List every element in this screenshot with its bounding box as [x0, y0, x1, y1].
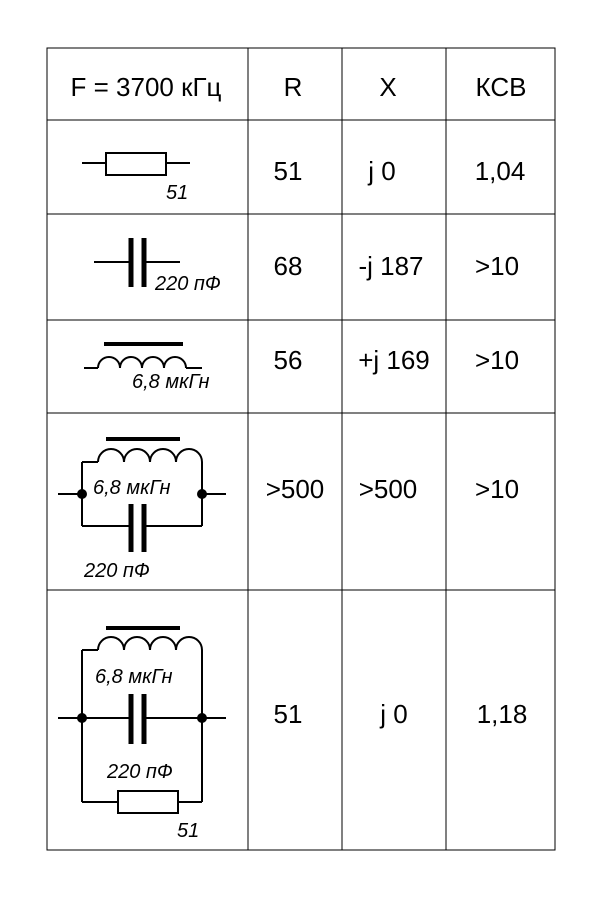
- table-row: 6,8 мкГн 56 +j 169 >10: [84, 342, 519, 393]
- header-row: F = 3700 кГц R X КСВ: [71, 72, 527, 102]
- resistor-label: 51: [166, 182, 188, 204]
- r-value: 51: [274, 699, 303, 729]
- header-x: X: [379, 72, 396, 102]
- capacitor-symbol: [94, 238, 180, 287]
- capacitor-label: 220 пФ: [106, 761, 173, 783]
- junction-dot: [197, 713, 207, 723]
- swr-value: 1,18: [477, 699, 528, 729]
- table-grid: [46, 47, 556, 851]
- swr-value: 1,04: [475, 156, 526, 186]
- junction-dot: [77, 713, 87, 723]
- x-value: +j 169: [358, 345, 430, 375]
- swr-value: >10: [475, 345, 519, 375]
- r-value: >500: [266, 474, 325, 504]
- swr-value: >10: [475, 251, 519, 281]
- capacitor-label: 220 пФ: [154, 273, 221, 295]
- table-row: 6,8 мкГн 220 пФ 51 51 j 0 1,18: [58, 626, 528, 842]
- table-row: 51 51 j 0 1,04: [82, 152, 526, 204]
- parallel-lcr-symbol: [58, 626, 226, 814]
- inductor-label: 6,8 мкГн: [132, 371, 210, 393]
- table-row: 6,8 мкГн 220 пФ >500 >500 >10: [58, 437, 519, 582]
- x-value: j 0: [379, 699, 407, 729]
- header-frequency: F = 3700 кГц: [71, 72, 222, 102]
- inductor-label: 6,8 мкГн: [93, 477, 171, 499]
- table-row: 220 пФ 68 -j 187 >10: [94, 238, 519, 295]
- inductor-symbol: [84, 342, 202, 369]
- x-value: -j 187: [358, 251, 423, 281]
- swr-value: >10: [475, 474, 519, 504]
- r-value: 56: [274, 345, 303, 375]
- capacitor-label: 220 пФ: [83, 560, 150, 582]
- table-border: [46, 47, 556, 851]
- r-value: 51: [274, 156, 303, 186]
- header-swr: КСВ: [476, 72, 527, 102]
- x-value: j 0: [367, 156, 395, 186]
- resistor-label: 51: [177, 820, 199, 842]
- r-value: 68: [274, 251, 303, 281]
- junction-dot: [77, 489, 87, 499]
- resistor-symbol: [82, 152, 190, 176]
- junction-dot: [197, 489, 207, 499]
- x-value: >500: [359, 474, 418, 504]
- inductor-label: 6,8 мкГн: [95, 666, 173, 688]
- header-r: R: [284, 72, 303, 102]
